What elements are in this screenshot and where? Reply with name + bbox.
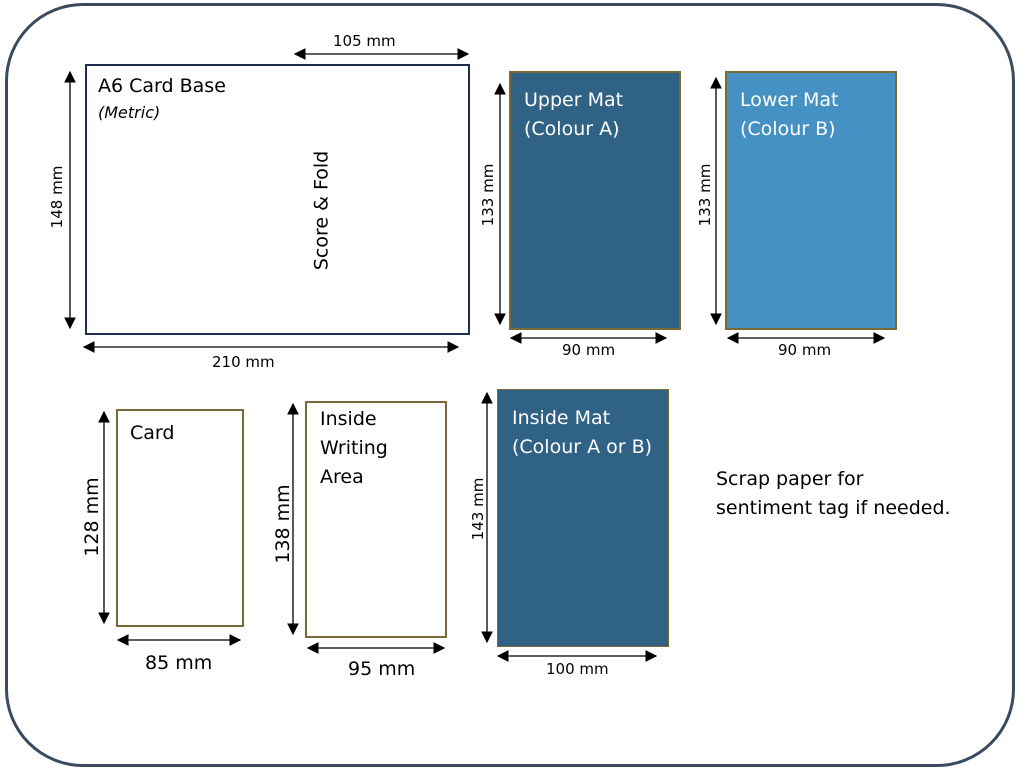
lower-mat-height: 133 mm [696,163,714,227]
fold-label: Score & Fold [310,150,333,271]
upper-mat-rect [509,71,681,330]
upper-mat-line2: (Colour A) [524,118,620,140]
card-width: 85 mm [145,652,213,674]
note-line2: sentiment tag if needed. [716,497,951,519]
card-base-half-width: 105 mm [333,32,396,50]
inside-mat-width: 100 mm [546,660,609,678]
card-label: Card [130,422,175,444]
inside-writing-rect [305,401,447,638]
rounded-frame [5,3,1015,767]
lower-mat-width: 90 mm [778,341,832,359]
lower-mat-line2: (Colour B) [740,118,836,140]
card-base-height: 148 mm [48,165,66,229]
inside-writing-line2: Writing [320,437,388,459]
card-base-subtitle: (Metric) [98,103,161,122]
card-base-rect [85,64,470,335]
card-rect [116,409,244,627]
inside-writing-width: 95 mm [348,658,416,680]
upper-mat-line1: Upper Mat [524,89,624,111]
note-line1: Scrap paper for [716,468,864,490]
inside-mat-rect [497,389,669,647]
lower-mat-rect [725,71,897,330]
inside-mat-line2: (Colour A or B) [512,436,653,458]
card-base-width: 210 mm [212,353,275,371]
inside-writing-height: 138 mm [272,484,294,564]
inside-writing-line1: Inside [320,408,377,430]
inside-mat-height: 143 mm [469,477,487,541]
card-height: 128 mm [81,477,103,557]
card-base-title: A6 Card Base [98,75,226,97]
upper-mat-height: 133 mm [479,163,497,227]
lower-mat-line1: Lower Mat [740,89,839,111]
inside-mat-line1: Inside Mat [512,407,611,429]
inside-writing-line3: Area [320,466,364,488]
upper-mat-width: 90 mm [562,341,616,359]
